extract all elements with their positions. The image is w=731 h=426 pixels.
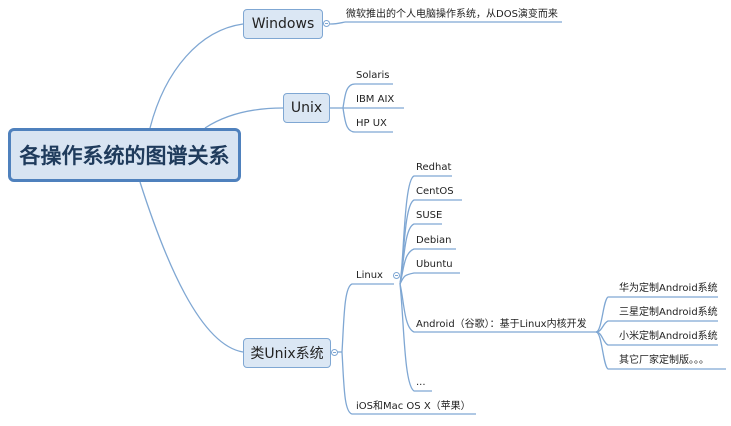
android-vendor-samsung[interactable]: 三星定制Android系统: [619, 307, 718, 318]
linux-more[interactable]: ...: [416, 377, 426, 388]
linux-collapse-icon[interactable]: [393, 272, 400, 279]
windows-collapse-icon[interactable]: [323, 20, 330, 27]
distro-centos[interactable]: CentOS: [416, 186, 454, 197]
linux-node[interactable]: Linux: [356, 270, 383, 281]
windows-node[interactable]: Windows: [243, 9, 323, 39]
windows-note[interactable]: 微软推出的个人电脑操作系统，从DOS演变而来: [346, 9, 558, 20]
android-vendor-huawei[interactable]: 华为定制Android系统: [619, 283, 718, 294]
distro-redhat[interactable]: Redhat: [416, 162, 452, 173]
unix-child-hp-ux[interactable]: HP UX: [356, 118, 387, 129]
unix-node[interactable]: Unix: [283, 93, 330, 123]
root-node[interactable]: 各操作系统的图谱关系: [8, 128, 241, 182]
distro-ubuntu[interactable]: Ubuntu: [416, 259, 453, 270]
unix-child-solaris[interactable]: Solaris: [356, 70, 390, 81]
ios-macos-node[interactable]: iOS和Mac OS X（苹果）: [356, 401, 471, 412]
android-vendor-xiaomi[interactable]: 小米定制Android系统: [619, 331, 718, 342]
distro-suse[interactable]: SUSE: [416, 210, 443, 221]
distro-debian[interactable]: Debian: [416, 235, 452, 246]
unix-like-collapse-icon[interactable]: [331, 349, 338, 356]
android-node[interactable]: Android（谷歌）：基于Linux内核开发: [416, 319, 587, 330]
android-vendor-others[interactable]: 其它厂家定制版。。。: [619, 355, 709, 366]
unix-child-ibm-aix[interactable]: IBM AIX: [356, 94, 395, 105]
unix-like-node[interactable]: 类Unix系统: [243, 338, 331, 368]
